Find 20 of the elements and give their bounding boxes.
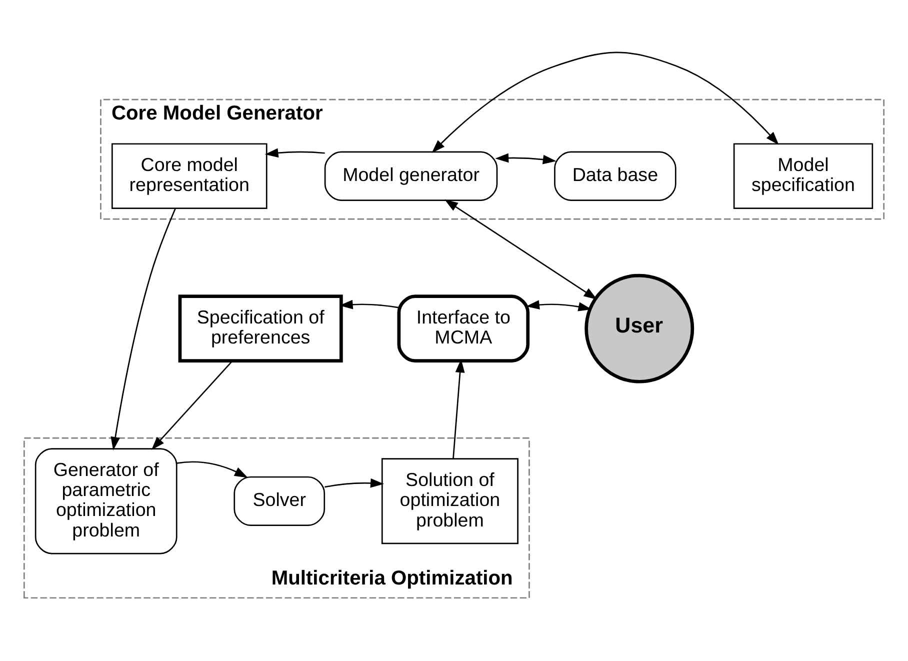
arrow [324, 478, 384, 488]
node-circle: User [584, 274, 694, 384]
node-box: Model generator [324, 151, 498, 201]
node-box: Model specification [733, 143, 874, 210]
node-box: Solver [234, 476, 326, 526]
node-box: Core model representation [111, 143, 268, 210]
arrow [264, 148, 325, 158]
arrow [495, 153, 556, 164]
arrow [444, 199, 598, 300]
node-box: Solution of optimization problem [381, 458, 518, 544]
node-box: Generator of parametric optimization problem [34, 448, 178, 554]
arrow [432, 52, 779, 153]
arrow [526, 300, 592, 312]
node-box: Specification of preferences [178, 294, 343, 362]
arrow [151, 360, 233, 450]
arrow [452, 359, 465, 459]
node-box: Data base [554, 151, 676, 201]
arrow [110, 208, 176, 450]
arrow [176, 461, 248, 478]
node-box: Interface to MCMA [397, 294, 530, 362]
